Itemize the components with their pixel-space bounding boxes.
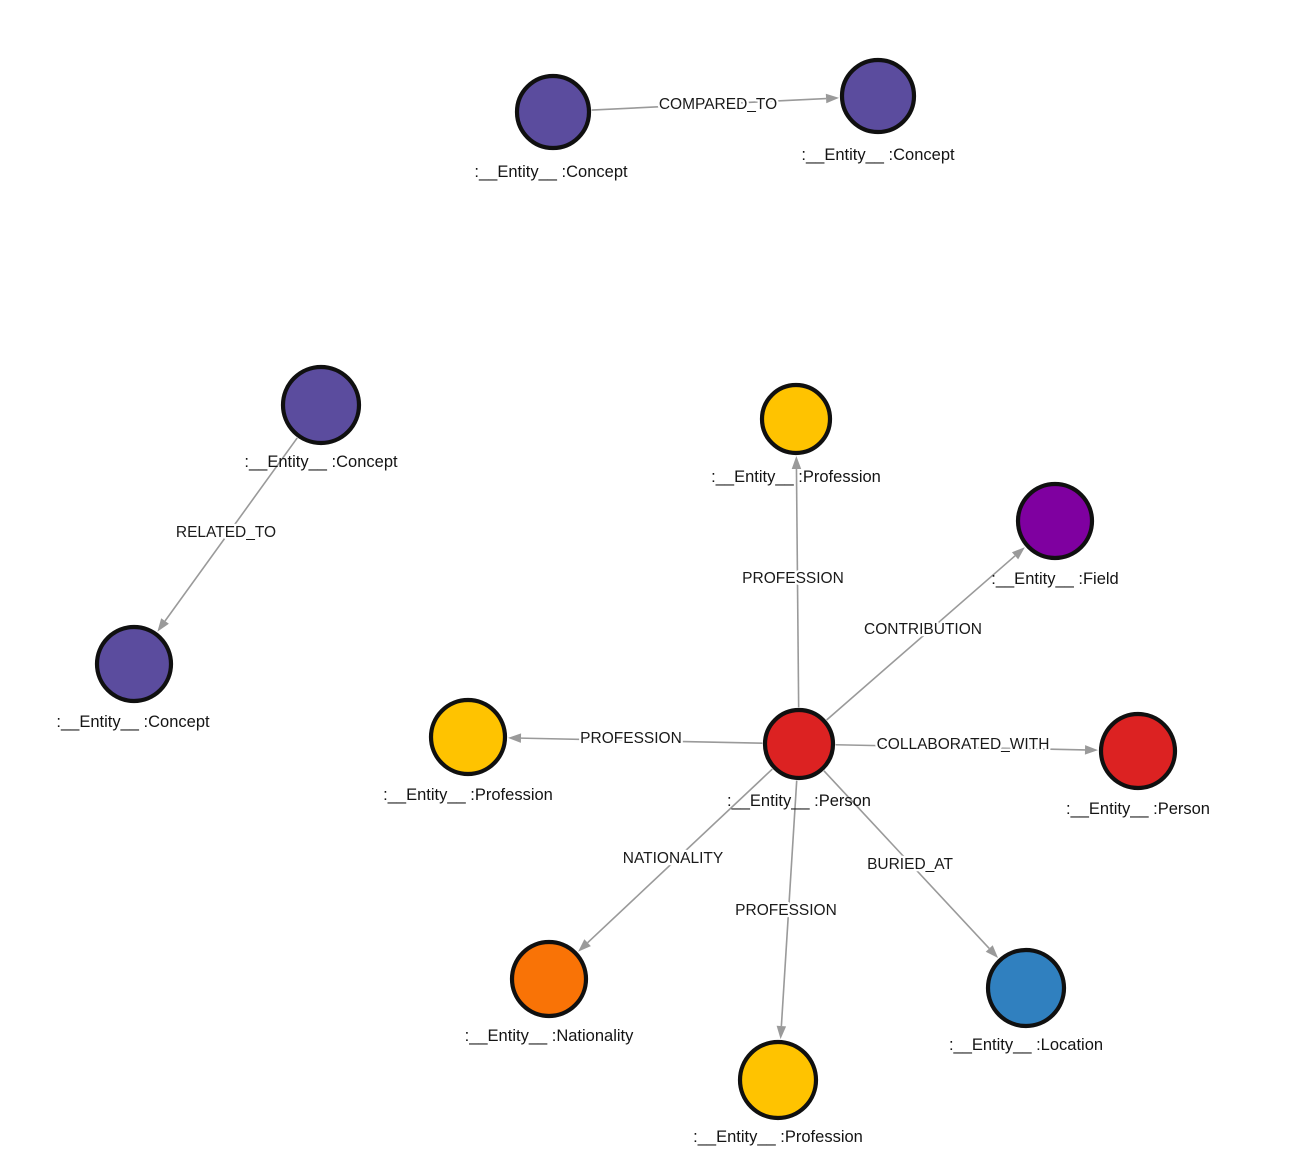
- edge-label: RELATED_TO: [176, 524, 276, 541]
- graph-node-profession[interactable]: [428, 697, 508, 777]
- edge-arrowhead: [1011, 547, 1025, 560]
- node-caption: :__Entity__ :Concept: [474, 163, 628, 181]
- edge-labels-layer: COMPARED_TOCOMPARED_TORELATED_TORELATED_…: [174, 94, 1052, 922]
- graph-node-concept[interactable]: [839, 57, 917, 135]
- edge-label: PROFESSION: [735, 902, 837, 919]
- graph-node-person[interactable]: [762, 707, 836, 781]
- node-caption: :__Entity__ :Profession: [711, 468, 881, 486]
- node-caption: :__Entity__ :Person: [1066, 800, 1210, 818]
- edge-arrowhead: [507, 733, 522, 743]
- edge-label-halo: PROFESSION: [580, 730, 682, 747]
- edge-line: [520, 737, 763, 745]
- edge-line: [164, 437, 298, 622]
- graph-edge[interactable]: [823, 770, 999, 958]
- edge-label-halo: RELATED_TO: [176, 524, 276, 541]
- nodes-layer: [94, 57, 1178, 1121]
- node-circle[interactable]: [1098, 711, 1178, 791]
- edge-label-halo: NATIONALITY: [623, 850, 723, 867]
- edge-arrowhead: [578, 939, 591, 952]
- graph-node-profession[interactable]: [759, 382, 833, 456]
- edge-label-halo: CONTRIBUTION: [864, 621, 982, 638]
- graph-edge[interactable]: [835, 743, 1099, 755]
- node-caption: :__Entity__ :Concept: [244, 453, 398, 471]
- edge-line: [591, 97, 827, 111]
- node-circle[interactable]: [509, 939, 589, 1019]
- graph-node-field[interactable]: [1015, 481, 1095, 561]
- node-caption: :__Entity__ :Location: [949, 1036, 1103, 1054]
- node-circle[interactable]: [737, 1039, 819, 1121]
- edges-layer: [157, 93, 1099, 1040]
- edge-label-halo: COLLABORATED_WITH: [877, 736, 1050, 753]
- node-caption: :__Entity__ :Concept: [56, 713, 210, 731]
- node-caption: :__Entity__ :Profession: [693, 1128, 863, 1146]
- edge-label: PROFESSION: [580, 730, 682, 747]
- edge-label-halo: BURIED_AT: [867, 856, 953, 873]
- graph-node-profession[interactable]: [737, 1039, 819, 1121]
- edge-label: COLLABORATED_WITH: [877, 736, 1050, 753]
- edge-label: BURIED_AT: [867, 856, 953, 873]
- node-circle[interactable]: [514, 73, 592, 151]
- node-circle[interactable]: [428, 697, 508, 777]
- graph-edge[interactable]: [157, 437, 298, 632]
- edge-line: [835, 743, 1086, 751]
- graph-node-location[interactable]: [985, 947, 1067, 1029]
- graph-edge[interactable]: [507, 733, 763, 745]
- node-labels-layer: :__Entity__ :Concept :__Entity__ :Concept…: [56, 146, 1210, 1146]
- graph-node-concept[interactable]: [94, 624, 174, 704]
- node-caption: :__Entity__ :Concept: [801, 146, 955, 164]
- edge-arrowhead: [776, 1025, 787, 1040]
- node-circle[interactable]: [280, 364, 362, 446]
- edge-line: [826, 555, 1016, 721]
- node-caption: :__Entity__ :Nationality: [465, 1027, 635, 1045]
- edge-arrowhead: [825, 93, 840, 104]
- graph-edge[interactable]: [578, 768, 773, 952]
- node-circle[interactable]: [759, 382, 833, 456]
- edge-label: CONTRIBUTION: [864, 621, 982, 638]
- edge-arrowhead: [985, 945, 999, 958]
- graph-node-nationality[interactable]: [509, 939, 589, 1019]
- edge-label: COMPARED_TO: [659, 96, 777, 113]
- graph-node-person[interactable]: [1098, 711, 1178, 791]
- edge-arrowhead: [157, 618, 169, 632]
- node-circle[interactable]: [94, 624, 174, 704]
- graph-edge[interactable]: [591, 93, 840, 111]
- edge-label: NATIONALITY: [623, 850, 723, 867]
- node-circle[interactable]: [762, 707, 836, 781]
- edge-label-halo: PROFESSION: [742, 570, 844, 587]
- node-circle[interactable]: [1015, 481, 1095, 561]
- graph-edge[interactable]: [826, 547, 1025, 721]
- edge-line: [823, 770, 990, 950]
- edge-arrowhead: [1084, 745, 1099, 755]
- edge-arrowhead: [791, 456, 802, 470]
- graph-node-concept[interactable]: [280, 364, 362, 446]
- node-circle[interactable]: [839, 57, 917, 135]
- graph-node-concept[interactable]: [514, 73, 592, 151]
- edge-label-halo: PROFESSION: [735, 902, 837, 919]
- node-caption: :__Entity__ :Person: [727, 792, 871, 810]
- edge-label: PROFESSION: [742, 570, 844, 587]
- node-caption: :__Entity__ :Profession: [383, 786, 553, 804]
- edge-line: [587, 768, 773, 944]
- edge-label-halo: COMPARED_TO: [659, 96, 777, 113]
- node-caption: :__Entity__ :Field: [991, 570, 1119, 588]
- node-circle[interactable]: [985, 947, 1067, 1029]
- edge-line: [795, 468, 800, 708]
- graph-edge[interactable]: [791, 456, 802, 708]
- edge-line: [780, 780, 798, 1027]
- graph-edge[interactable]: [776, 780, 798, 1040]
